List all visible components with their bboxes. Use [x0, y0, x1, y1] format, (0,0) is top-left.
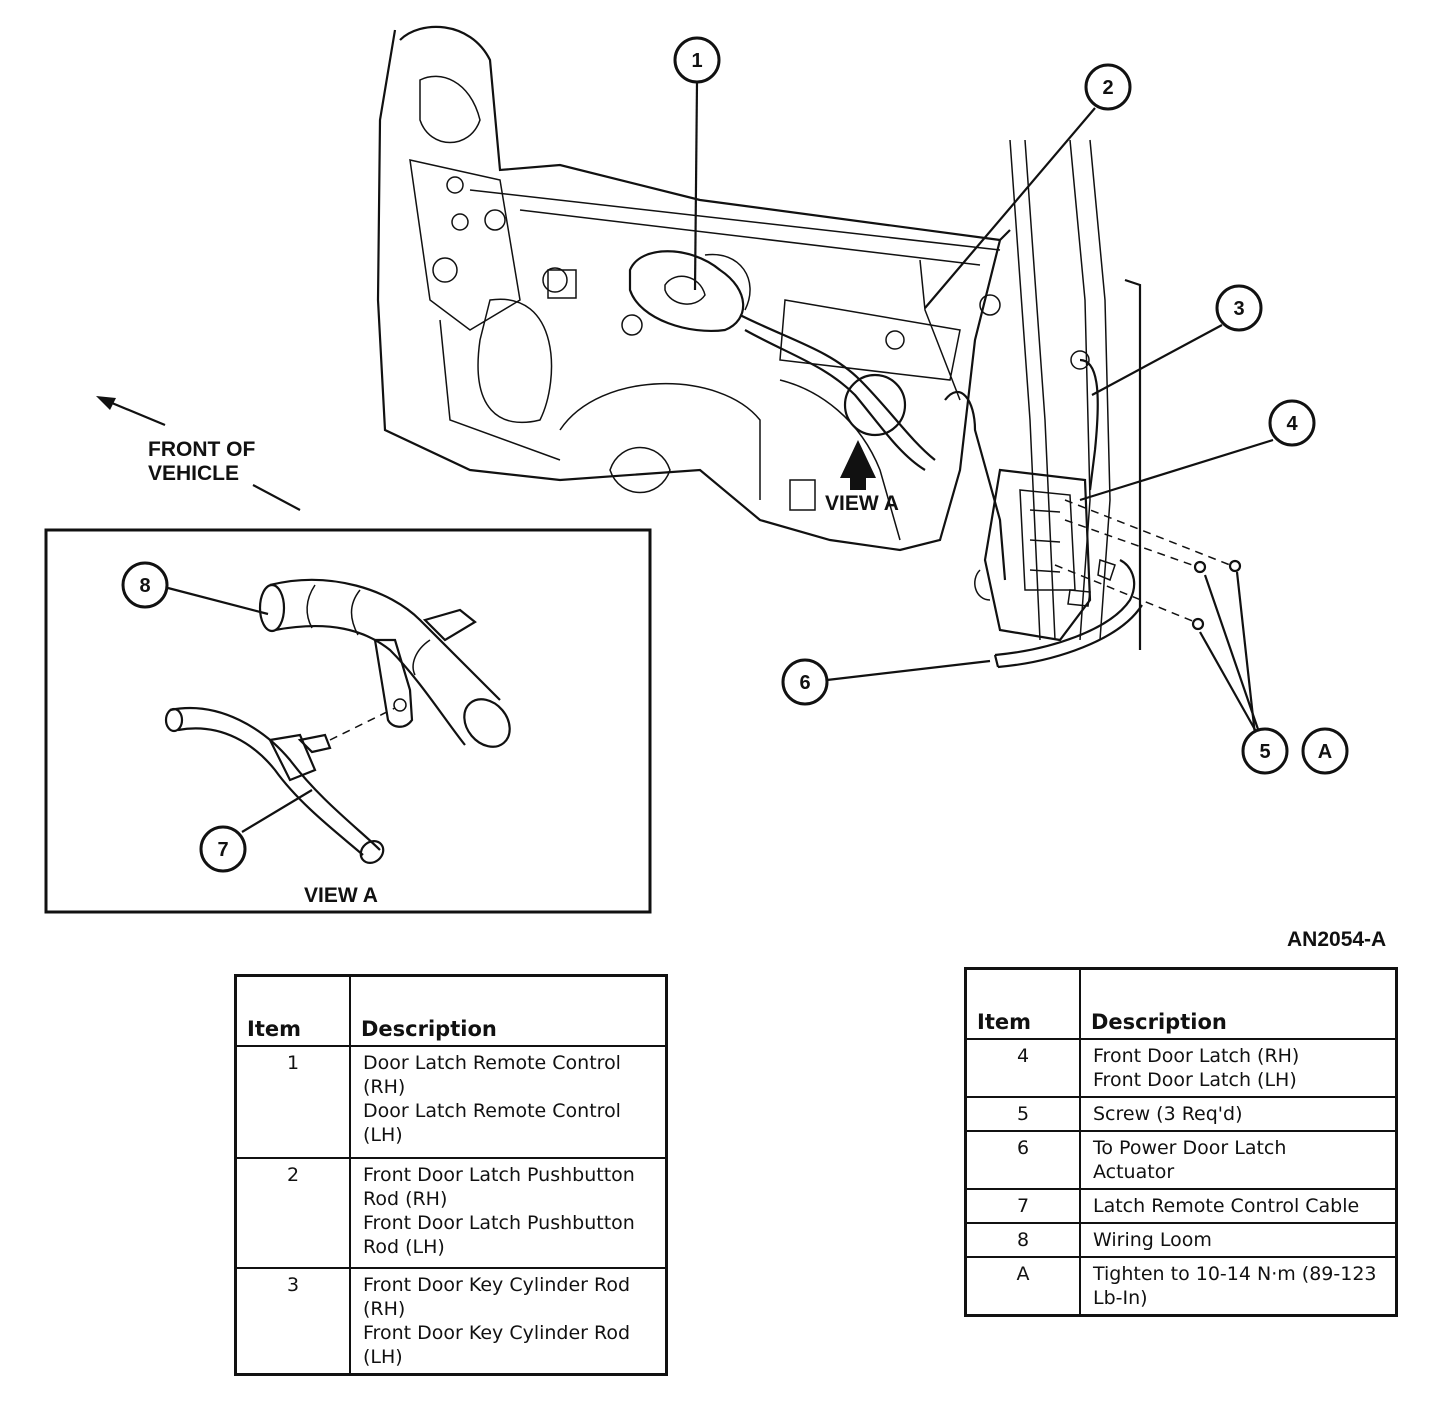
table-row: 1 Door Latch Remote Control (RH) Door La… [234, 1045, 668, 1159]
front-of-vehicle-label-line1: FRONT OF [148, 438, 255, 461]
header-item: Item [964, 967, 1081, 1040]
item-description: Tighten to 10-14 N·m (89-123 Lb-In) [1079, 1256, 1398, 1317]
table-row: 7 Latch Remote Control Cable [964, 1188, 1398, 1224]
item-number: 8 [964, 1222, 1081, 1258]
remote-control-handle [628, 250, 751, 332]
header-description: Description [1079, 967, 1398, 1040]
callout-a: A [1301, 727, 1349, 775]
item-description: Wiring Loom [1079, 1222, 1398, 1258]
table-row: 6 To Power Door Latch Actuator [964, 1130, 1398, 1190]
table-row: 3 Front Door Key Cylinder Rod (RH) Front… [234, 1267, 668, 1376]
figure-id: AN2054-A [1287, 928, 1386, 951]
view-a-inset [44, 528, 652, 914]
item-number: 7 [964, 1188, 1081, 1224]
legend-header-row: Item Description [964, 967, 1398, 1040]
item-number: 5 [964, 1096, 1081, 1132]
door-inner-panel [376, 25, 1011, 552]
svg-text:2: 2 [1102, 77, 1113, 99]
callout-1: 1 [673, 36, 721, 84]
front-of-vehicle-label-line2: VEHICLE [148, 462, 239, 485]
latch-rods [1009, 139, 1142, 650]
table-row: 4 Front Door Latch (RH) Front Door Latch… [964, 1038, 1398, 1098]
item-number: 3 [234, 1267, 351, 1376]
item-number: 6 [964, 1130, 1081, 1190]
legend-table-right: Item Description 4 Front Door Latch (RH)… [964, 967, 1398, 1317]
leader-lines [167, 81, 1274, 833]
item-number: 4 [964, 1038, 1081, 1098]
svg-text:4: 4 [1286, 413, 1298, 435]
svg-text:6: 6 [799, 672, 810, 694]
item-number: A [964, 1256, 1081, 1317]
item-number: 1 [234, 1045, 351, 1159]
view-a-pointer-arrow [840, 440, 876, 490]
callout-4: 4 [1268, 399, 1316, 447]
header-item: Item [234, 974, 351, 1047]
table-row: 2 Front Door Latch Pushbutton Rod (RH) F… [234, 1157, 668, 1269]
callout-2: 2 [1084, 63, 1132, 111]
svg-text:1: 1 [691, 50, 702, 72]
item-description: To Power Door Latch Actuator [1079, 1130, 1398, 1190]
table-row: 5 Screw (3 Req'd) [964, 1096, 1398, 1132]
item-description: Door Latch Remote Control (RH) Door Latc… [349, 1045, 668, 1159]
header-description: Description [349, 974, 668, 1047]
svg-text:A: A [1318, 741, 1332, 763]
svg-text:7: 7 [217, 839, 228, 861]
callout-7: 7 [199, 825, 247, 873]
item-description: Front Door Key Cylinder Rod (RH) Front D… [349, 1267, 668, 1376]
svg-text:3: 3 [1233, 298, 1244, 320]
item-description: Screw (3 Req'd) [1079, 1096, 1398, 1132]
view-a-pointer-label: VIEW A [825, 492, 899, 515]
wiring-loom-run [739, 259, 1007, 581]
svg-text:8: 8 [139, 575, 150, 597]
item-description: Front Door Latch (RH) Front Door Latch (… [1079, 1038, 1398, 1098]
callout-8: 8 [121, 561, 169, 609]
callout-5: 5 [1241, 727, 1289, 775]
door-latch-assembly [974, 468, 1116, 642]
actuator-cable [993, 559, 1143, 669]
front-of-vehicle-arrows [96, 396, 301, 511]
legend-header-row: Item Description [234, 974, 668, 1047]
callout-3: 3 [1215, 284, 1263, 332]
legend-table-left: Item Description 1 Door Latch Remote Con… [234, 974, 668, 1376]
table-row: A Tighten to 10-14 N·m (89-123 Lb-In) [964, 1256, 1398, 1317]
table-row: 8 Wiring Loom [964, 1222, 1398, 1258]
item-description: Latch Remote Control Cable [1079, 1188, 1398, 1224]
latch-screws [1054, 499, 1242, 631]
item-description: Front Door Latch Pushbutton Rod (RH) Fro… [349, 1157, 668, 1269]
svg-text:5: 5 [1259, 741, 1270, 763]
view-a-inset-label: VIEW A [304, 884, 378, 907]
item-number: 2 [234, 1157, 351, 1269]
callout-6: 6 [781, 658, 829, 706]
